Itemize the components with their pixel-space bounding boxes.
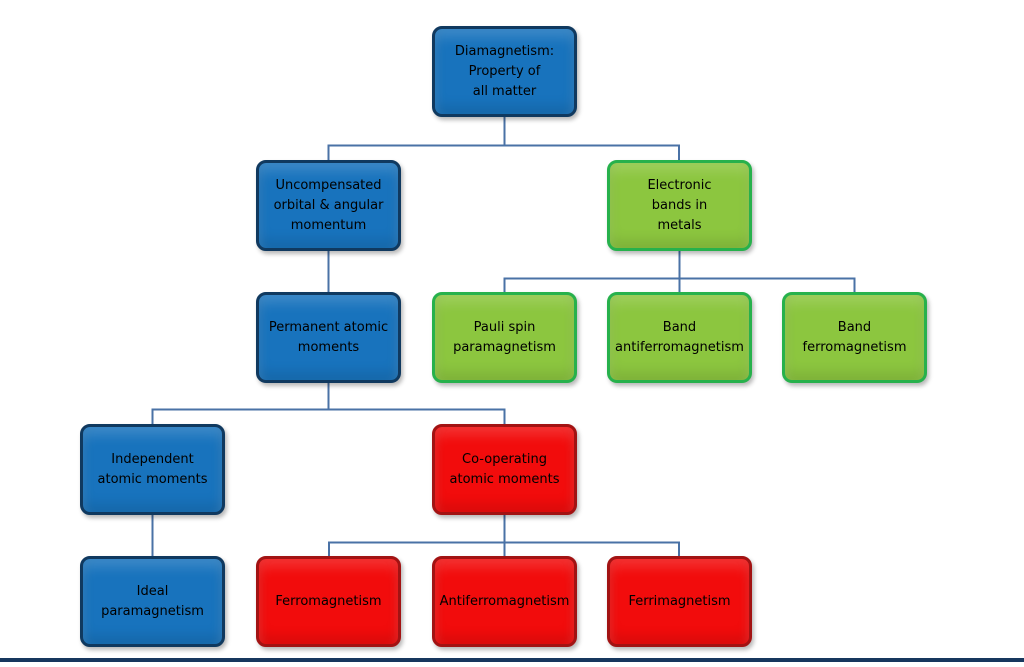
node-electronic-bands: Electronic bands in metals bbox=[607, 160, 752, 251]
node-permanent-atomic-moments: Permanent atomic moments bbox=[256, 292, 401, 383]
connector-electronic-to-band-types bbox=[503, 251, 856, 292]
node-cooperating-atomic-moments-label: Co-operating atomic moments bbox=[449, 451, 560, 487]
node-independent-atomic-moments: Independent atomic moments bbox=[80, 424, 225, 515]
node-cooperating-atomic-moments: Co-operating atomic moments bbox=[432, 424, 577, 515]
node-antiferromagnetism: Antiferromagnetism bbox=[432, 556, 577, 647]
node-ferromagnetism: Ferromagnetism bbox=[256, 556, 401, 647]
node-electronic-bands-label: Electronic bands in metals bbox=[647, 177, 712, 233]
node-uncompensated-momentum: Uncompensated orbital & angular momentum bbox=[256, 160, 401, 251]
connector-cooperating-to-level5 bbox=[328, 515, 680, 556]
node-band-ferromagnetism: Band ferromagnetism bbox=[782, 292, 927, 383]
node-uncompensated-momentum-label: Uncompensated orbital & angular momentum bbox=[273, 177, 384, 233]
node-band-antiferromagnetism-label: Band antiferromagnetism bbox=[615, 319, 744, 355]
node-band-ferromagnetism-label: Band ferromagnetism bbox=[802, 319, 907, 355]
node-ideal-paramagnetism: Ideal paramagnetism bbox=[80, 556, 225, 647]
node-independent-atomic-moments-label: Independent atomic moments bbox=[97, 451, 208, 487]
node-ideal-paramagnetism-label: Ideal paramagnetism bbox=[101, 583, 204, 619]
node-diamagnetism: Diamagnetism: Property of all matter bbox=[432, 26, 577, 117]
node-diamagnetism-label: Diamagnetism: Property of all matter bbox=[454, 43, 555, 99]
connector-permanent-to-level4 bbox=[151, 383, 506, 424]
node-permanent-atomic-moments-label: Permanent atomic moments bbox=[268, 319, 389, 355]
bottom-edge-line bbox=[0, 658, 1024, 662]
node-ferromagnetism-label: Ferromagnetism bbox=[275, 593, 382, 609]
node-ferrimagnetism: Ferrimagnetism bbox=[607, 556, 752, 647]
node-pauli-spin-paramagnetism: Pauli spin paramagnetism bbox=[432, 292, 577, 383]
node-band-antiferromagnetism: Band antiferromagnetism bbox=[607, 292, 752, 383]
node-pauli-spin-paramagnetism-label: Pauli spin paramagnetism bbox=[453, 319, 556, 355]
connector-diamagnetism-to-level2 bbox=[327, 117, 680, 160]
node-ferrimagnetism-label: Ferrimagnetism bbox=[628, 593, 731, 609]
node-antiferromagnetism-label: Antiferromagnetism bbox=[439, 593, 570, 609]
